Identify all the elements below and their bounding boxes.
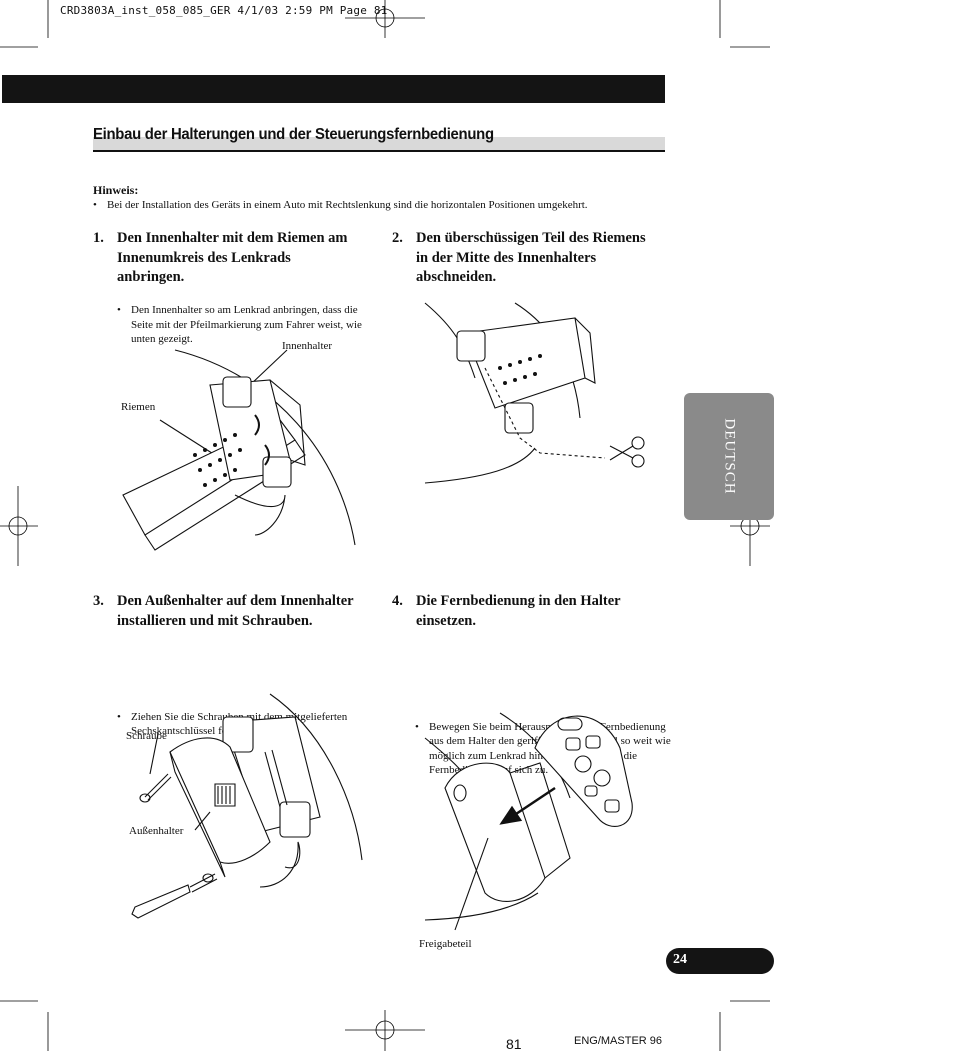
label-riemen-1: Riemen xyxy=(121,401,156,413)
registration-mark-top xyxy=(345,0,425,38)
holder-assembly xyxy=(445,763,570,901)
cut-line xyxy=(485,368,605,458)
step-4-text: Die Fernbedienung in den Halter einsetze… xyxy=(416,593,621,629)
remote-control xyxy=(535,716,632,826)
registration-mark-bottom xyxy=(345,1010,425,1051)
language-tab xyxy=(684,393,774,520)
section-title: Einbau der Halterungen und der Steuerung… xyxy=(93,126,494,143)
footer-code: ENG/MASTER 96 xyxy=(574,1035,663,1047)
title-rule xyxy=(93,150,665,152)
step-2-heading: 2. Den überschüssigen Teil des Riemens i… xyxy=(392,229,654,288)
step-1-number: 1. xyxy=(93,230,104,246)
page-number: 81 xyxy=(506,1036,522,1052)
screw-icon xyxy=(140,774,171,802)
leader-schraube xyxy=(150,734,158,774)
label-freigabeteil: Freigabeteil xyxy=(419,938,472,950)
figure-step-1-inner-holder xyxy=(115,345,365,560)
figure-step-4-remote-insert xyxy=(420,708,640,936)
leader-freigabeteil xyxy=(455,838,488,930)
step-1-bullet: Den Innenhalter so am Lenkrad anbringen,… xyxy=(117,303,371,347)
note-label: Hinweis: xyxy=(93,183,139,197)
outer-holder xyxy=(170,738,270,877)
step-3-text: Den Außenhalter auf dem Innenhalter inst… xyxy=(117,593,354,629)
arrow-markings xyxy=(255,415,269,465)
holder-body xyxy=(457,318,595,433)
hex-key-icon xyxy=(132,874,217,918)
step-1-text: Den Innenhalter mit dem Riemen am Innenu… xyxy=(117,230,348,285)
figure-step-2-cut-strap xyxy=(425,298,655,488)
leader-aussenhalter xyxy=(195,812,210,830)
label-innenhalter: Innenhalter xyxy=(282,340,333,352)
title-band xyxy=(93,137,665,150)
step-3-heading: 3. Den Außenhalter auf dem Innenhalter i… xyxy=(93,592,355,631)
step-2-text: Den überschüssigen Teil des Riemens in d… xyxy=(416,230,646,285)
strap-holes xyxy=(193,433,242,487)
step-3-number: 3. xyxy=(93,593,104,609)
slug-line: CRD3803A_inst_058_085_GER 4/1/03 2:59 PM… xyxy=(60,4,388,17)
step-4-number: 4. xyxy=(392,593,403,609)
note-text: Bei der Installation des Geräts in einem… xyxy=(93,198,637,212)
strap-holes xyxy=(498,354,542,385)
registration-mark-left xyxy=(0,486,38,566)
scissors-icon xyxy=(610,437,644,467)
step-4-heading: 4. Die Fernbedienung in den Halter einse… xyxy=(392,592,654,631)
arrow-icon xyxy=(502,788,555,823)
header-bar xyxy=(2,75,665,103)
section-page-pill xyxy=(666,948,774,974)
language-tab-label: DEUTSCH xyxy=(684,393,774,520)
label-aussenhalter: Außenhalter xyxy=(129,825,184,837)
step-1-heading: 1. Den Innenhalter mit dem Riemen am Inn… xyxy=(93,229,355,288)
language-tab-text: DEUTSCH xyxy=(721,418,738,495)
figure-step-3-outer-holder xyxy=(130,692,365,922)
inner-holder xyxy=(223,717,320,837)
section-page-number: 24 xyxy=(673,952,687,967)
step-2-number: 2. xyxy=(392,230,403,246)
